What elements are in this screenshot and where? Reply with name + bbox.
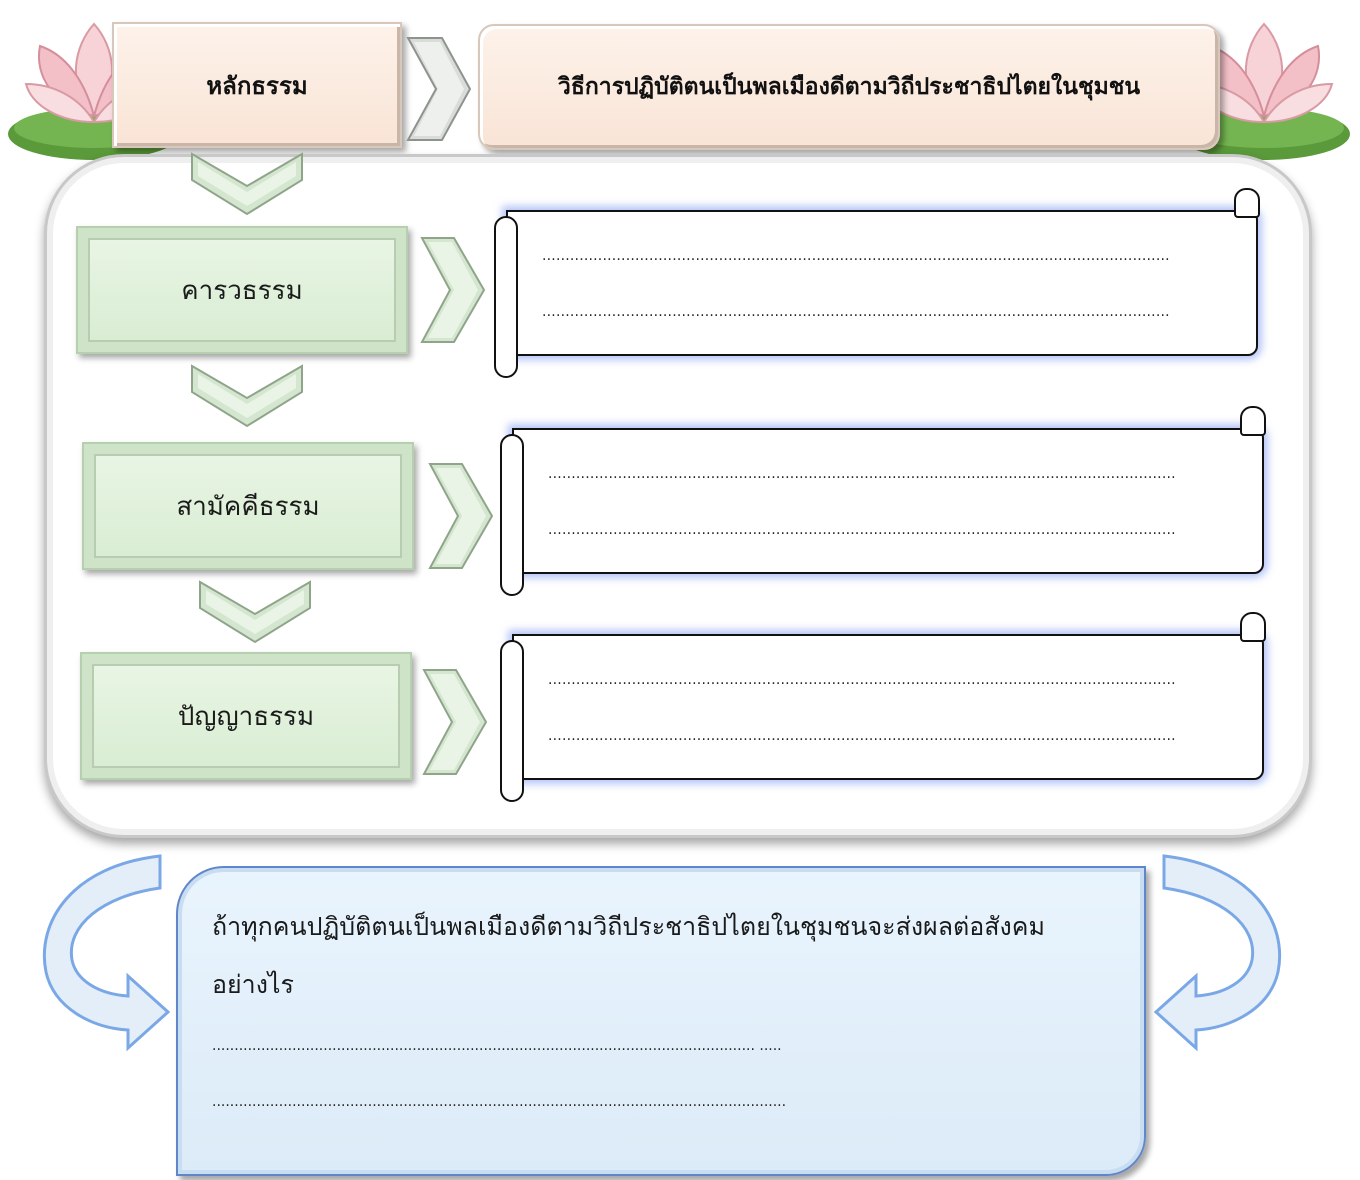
chevron-right-icon [406,37,472,141]
answer-line[interactable]: ........................................… [212,1038,782,1054]
answer-line[interactable]: ........................................… [212,1094,787,1110]
practice-header-label: วิธีการปฏิบัติตนเป็นพลเมืองดีตามวิถีประช… [557,74,1141,100]
curved-arrow-left-icon [42,854,171,1052]
question-box: ถ้าทุกคนปฏิบัติตนเป็นพลเมืองดีตามวิถีประ… [176,866,1146,1176]
answer-line[interactable]: ........................................… [542,248,1170,264]
scroll-rod [500,434,524,596]
chevron-right-icon [428,463,494,569]
chevron-right-icon [422,669,488,775]
answer-line[interactable]: ........................................… [548,672,1176,688]
answer-scroll-respect: ........................................… [494,188,1260,378]
scroll-rod [494,216,518,378]
scroll-curl [1240,406,1266,436]
answer-line[interactable]: ........................................… [542,304,1170,320]
virtue-label: สามัคคีธรรม [176,491,320,522]
virtue-box-wisdom: ปัญญาธรรม [80,652,412,780]
scroll-rod [500,640,524,802]
principle-header: หลักธรรม [112,22,402,148]
chevron-down-icon [191,364,303,428]
virtue-box-unity: สามัคคีธรรม [82,442,414,570]
chevron-down-icon [199,580,311,644]
virtue-label: ปัญญาธรรม [177,701,315,732]
answer-line[interactable]: ........................................… [548,466,1176,482]
curved-arrow-right-icon [1153,854,1282,1052]
practice-header: วิธีการปฏิบัติตนเป็นพลเมืองดีตามวิถีประช… [478,24,1220,150]
question-text: ถ้าทุกคนปฏิบัติตนเป็นพลเมืองดีตามวิถีประ… [212,912,1045,999]
chevron-down-icon [191,152,303,216]
answer-scroll-unity: ........................................… [500,406,1266,596]
answer-line[interactable]: ........................................… [548,728,1176,744]
answer-line[interactable]: ........................................… [548,522,1176,538]
chevron-right-icon [420,237,486,343]
scroll-curl [1240,612,1266,642]
virtue-box-respect: คารวธรรม [76,226,408,354]
scroll-curl [1234,188,1260,218]
virtue-label: คารวธรรม [181,275,303,306]
principle-header-label: หลักธรรม [206,71,308,100]
answer-scroll-wisdom: ........................................… [500,612,1266,802]
